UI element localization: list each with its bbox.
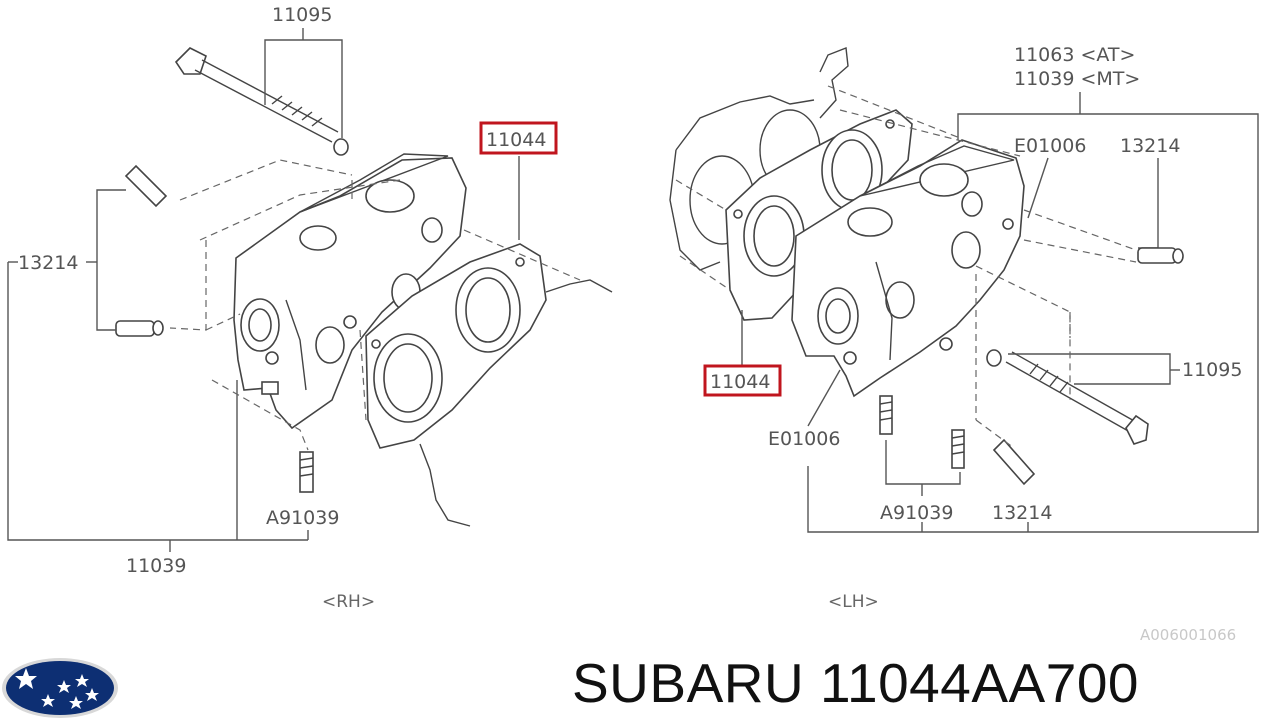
label-rh-stud: A91039 xyxy=(266,507,339,529)
label-rh-head: 11039 xyxy=(126,555,186,577)
rh-head-gasket xyxy=(365,243,547,449)
part-number: 11044AA700 xyxy=(820,652,1139,714)
rh-pin-top xyxy=(124,164,168,208)
lh-pin-bottom xyxy=(992,438,1036,486)
lh-studs xyxy=(879,395,965,469)
label-rh-gasket: 11044 xyxy=(486,129,546,151)
watermark-code: A006001066 xyxy=(1140,626,1236,644)
side-label-lh: <LH> xyxy=(828,592,879,612)
brand-name: SUBARU xyxy=(572,652,805,714)
label-lh-gasket: 11044 xyxy=(710,371,770,393)
rh-stud xyxy=(299,451,314,493)
label-lh-head-at: 11063 <AT> xyxy=(1014,44,1135,66)
lh-assembly xyxy=(669,47,1259,533)
lh-pin-top xyxy=(1137,247,1184,264)
subaru-logo-icon xyxy=(2,658,118,718)
label-lh-bolt: 11095 xyxy=(1182,359,1242,381)
lh-head-gasket xyxy=(725,109,913,321)
label-lh-stud: A91039 xyxy=(880,502,953,524)
label-rh-pin: 13214 xyxy=(18,252,78,274)
rh-cylinder-head xyxy=(233,153,467,430)
label-rh-bolt: 11095 xyxy=(272,4,332,26)
highlight-rh-gasket xyxy=(479,121,558,155)
label-lh-plug-bottom: E01006 xyxy=(768,428,840,450)
lh-cylinder-head xyxy=(791,139,1025,398)
side-label-rh: <RH> xyxy=(322,592,375,612)
label-lh-plug-top: E01006 xyxy=(1014,135,1086,157)
rh-bolt-11095 xyxy=(174,47,349,156)
label-lh-pin-top: 13214 xyxy=(1120,135,1180,157)
brand-part-heading: SUBARU 11044AA700 xyxy=(572,648,1139,718)
lh-bolt-11095 xyxy=(986,349,1149,445)
rh-assembly xyxy=(7,28,613,552)
label-lh-pin-bottom: 13214 xyxy=(992,502,1052,524)
label-lh-head-mt: 11039 <MT> xyxy=(1014,68,1140,90)
highlight-lh-gasket xyxy=(703,364,782,397)
rh-pin-mid xyxy=(115,320,164,337)
